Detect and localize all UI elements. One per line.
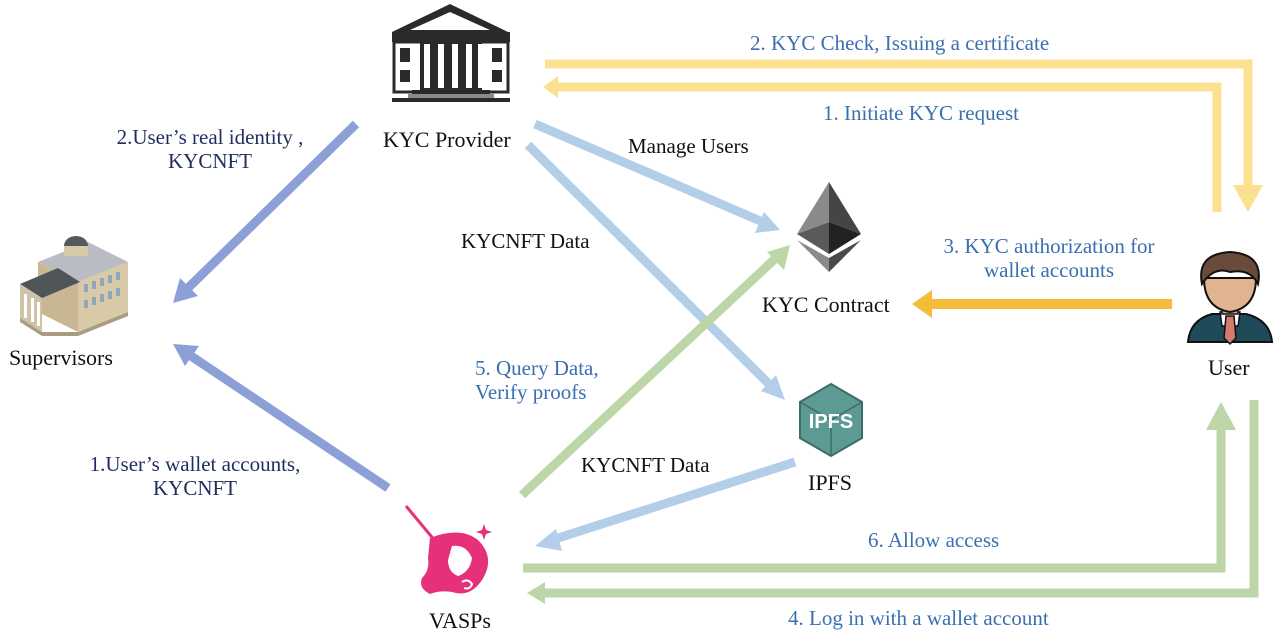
ethereum-icon (797, 182, 861, 272)
edge-label-query-data: 5. Query Data, Verify proofs (475, 356, 599, 404)
arrow-kycnft-data-vasps (535, 457, 797, 551)
edge-label-manage-users: Manage Users (628, 134, 749, 158)
edge-label-real-identity: 2.User’s real identity , KYCNFT (100, 125, 320, 173)
edge-label-initiate-kyc: 1. Initiate KYC request (823, 101, 1019, 125)
node-label-user: User (1208, 355, 1250, 380)
ipfs-icon-text: IPFS (809, 411, 853, 433)
edge-label-wallet-accounts: 1.User’s wallet accounts, KYCNFT (60, 452, 330, 500)
arrow-kycnft-data-ipfs (524, 141, 785, 400)
node-label-ipfs: IPFS (808, 470, 853, 495)
ipfs-cube-icon: IPFS (799, 382, 863, 458)
edge-label-wallet-accounts-line2: KYCNFT (152, 476, 237, 501)
node-label-kyc-contract: KYC Contract (762, 292, 890, 317)
edge-label-kycnft-data-vasps: KYCNFT Data (581, 453, 710, 477)
bank-building-icon (392, 4, 510, 102)
edge-label-kycnft-data-ipfs: KYCNFT Data (461, 229, 590, 253)
user-avatar-icon (1186, 250, 1274, 346)
node-label-kyc-provider: KYC Provider (383, 127, 511, 152)
arrow-kyc-authorization (912, 290, 1172, 318)
arrow-real-identity (173, 120, 360, 303)
edge-label-kyc-authorization-line1: 3. KYC authorization for (943, 234, 1155, 258)
edge-label-wallet-accounts-line1: 1.User’s wallet accounts, (89, 452, 301, 476)
edge-label-log-in: 4. Log in with a wallet account (788, 606, 1049, 630)
edge-label-query-data-line1: 5. Query Data, (475, 356, 599, 380)
edge-label-kyc-authorization-line2: wallet accounts (983, 258, 1115, 283)
arrow-query-data (518, 245, 790, 499)
arrow-allow-access (523, 402, 1236, 573)
arrow-kyc-check (545, 59, 1263, 212)
arrow-manage-users (533, 119, 780, 233)
edge-label-allow-access: 6. Allow access (868, 528, 1000, 552)
edge-label-kyc-check: 2. KYC Check, Issuing a certificate (750, 31, 1050, 55)
arrow-wallet-accounts (173, 344, 391, 492)
edge-label-kyc-authorization: 3. KYC authorization for wallet accounts (920, 234, 1178, 282)
unicorn-icon (404, 505, 492, 594)
node-label-supervisors: Supervisors (9, 345, 113, 370)
edge-label-query-data-line2: Verify proofs (475, 380, 587, 405)
node-label-vasps: VASPs (429, 608, 491, 633)
arrow-log-in (527, 400, 1259, 604)
edge-label-real-identity-line1: 2.User’s real identity , (116, 125, 304, 149)
arrow-initiate-kyc (543, 76, 1222, 212)
government-building-icon (20, 236, 128, 336)
edge-label-real-identity-line2: KYCNFT (167, 149, 252, 174)
